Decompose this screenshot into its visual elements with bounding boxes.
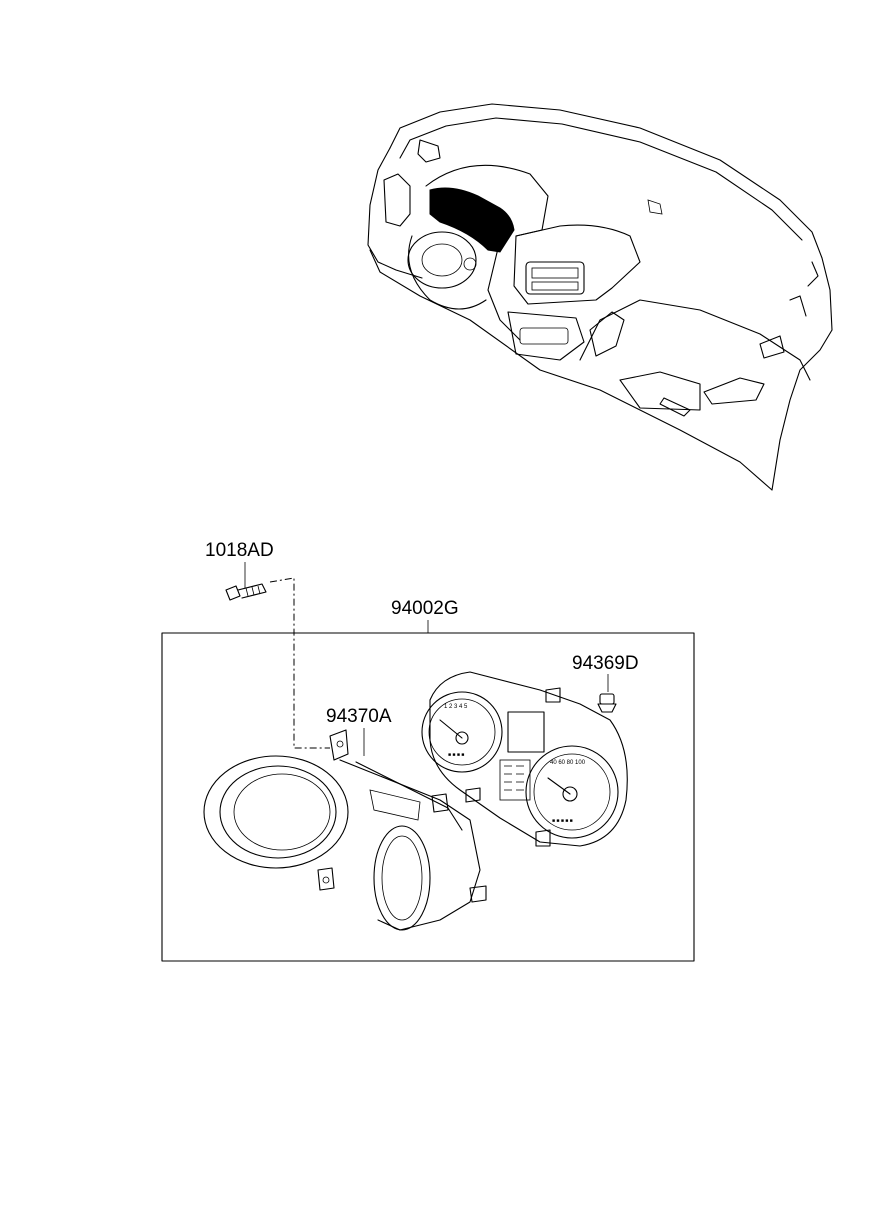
instrument-cluster: 1 2 3 4 5 ■ ■ ■ ■ 40 60 80 100 ■ ■ ■ ■ ■ <box>421 671 628 847</box>
label-94369d: 94369D <box>572 653 639 674</box>
bolt-icon <box>225 583 267 601</box>
bolt-1018ad: 1018AD <box>205 540 330 749</box>
svg-text:■ ■ ■ ■ ■: ■ ■ ■ ■ ■ <box>552 818 573 824</box>
label-1018ad: 1018AD <box>205 540 274 561</box>
bulb-94369d: 94369D <box>572 653 639 713</box>
label-94370a: 94370A <box>326 706 392 727</box>
dashboard-illustration <box>367 103 833 491</box>
tachometer-gauge: 1 2 3 4 5 ■ ■ ■ ■ <box>421 691 503 773</box>
bolt-guide-line <box>269 577 330 749</box>
cluster-outline <box>429 671 628 847</box>
bulb-icon <box>597 693 617 713</box>
speedometer-gauge: 40 60 80 100 ■ ■ ■ ■ ■ <box>525 745 619 839</box>
svg-text:40 60 80 100: 40 60 80 100 <box>550 760 586 766</box>
svg-text:1 2 3 4 5: 1 2 3 4 5 <box>444 704 468 710</box>
assembly-box <box>161 632 695 962</box>
label-94002g: 94002G <box>391 598 459 619</box>
center-display <box>499 711 545 801</box>
bezel-94370a: 94370A <box>203 706 487 931</box>
bezel-housing <box>203 729 487 931</box>
svg-text:■ ■ ■ ■: ■ ■ ■ ■ <box>448 752 464 758</box>
